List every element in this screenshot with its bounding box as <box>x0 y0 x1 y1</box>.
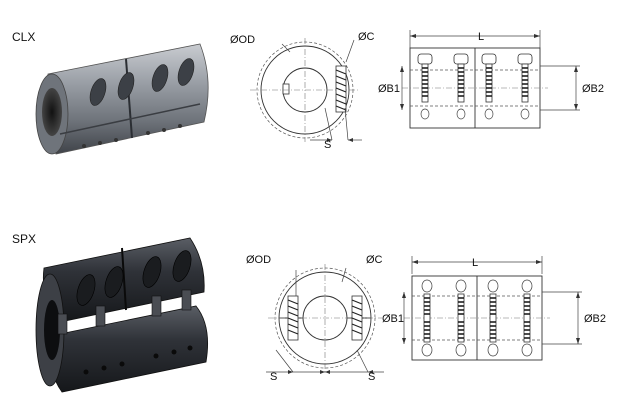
spx-c-label: ØC <box>366 254 383 266</box>
clx-screw-1 <box>417 53 433 120</box>
spx-end-view: ØOD ØC S S <box>246 254 384 383</box>
spx-od-label: ØOD <box>246 254 271 266</box>
clx-c-label: ØC <box>358 31 375 43</box>
spx-screw-2 <box>455 279 467 357</box>
spx-b2-label: ØB2 <box>584 313 606 325</box>
clx-screw-3 <box>481 53 497 120</box>
spx-model-label: SPX <box>12 232 36 246</box>
spx-section: SPX <box>12 232 606 393</box>
clx-side-view: L <box>378 30 604 129</box>
spx-l-label: L <box>472 257 478 269</box>
clx-od-label: ØOD <box>230 34 255 46</box>
spx-coupling-photo <box>35 237 209 393</box>
clx-b1-label: ØB1 <box>378 83 400 95</box>
clx-coupling-photo <box>35 43 209 155</box>
clx-end-view: ØOD ØC S <box>230 31 375 151</box>
clx-model-label: CLX <box>12 30 35 44</box>
spx-s-right-label: S <box>368 371 375 383</box>
clx-b2-label: ØB2 <box>582 83 604 95</box>
clx-section: CLX <box>12 30 604 155</box>
clx-s-label: S <box>324 139 331 151</box>
spx-b1-label: ØB1 <box>382 313 404 325</box>
spx-screw-1 <box>421 279 433 357</box>
clx-screw-2 <box>453 53 469 120</box>
clx-l-label: L <box>478 31 484 43</box>
spx-side-view: L <box>382 256 606 361</box>
spx-s-left-label: S <box>270 371 277 383</box>
spx-screw-4 <box>521 279 533 357</box>
clx-screw-4 <box>517 53 533 120</box>
spx-screw-3 <box>487 279 499 357</box>
